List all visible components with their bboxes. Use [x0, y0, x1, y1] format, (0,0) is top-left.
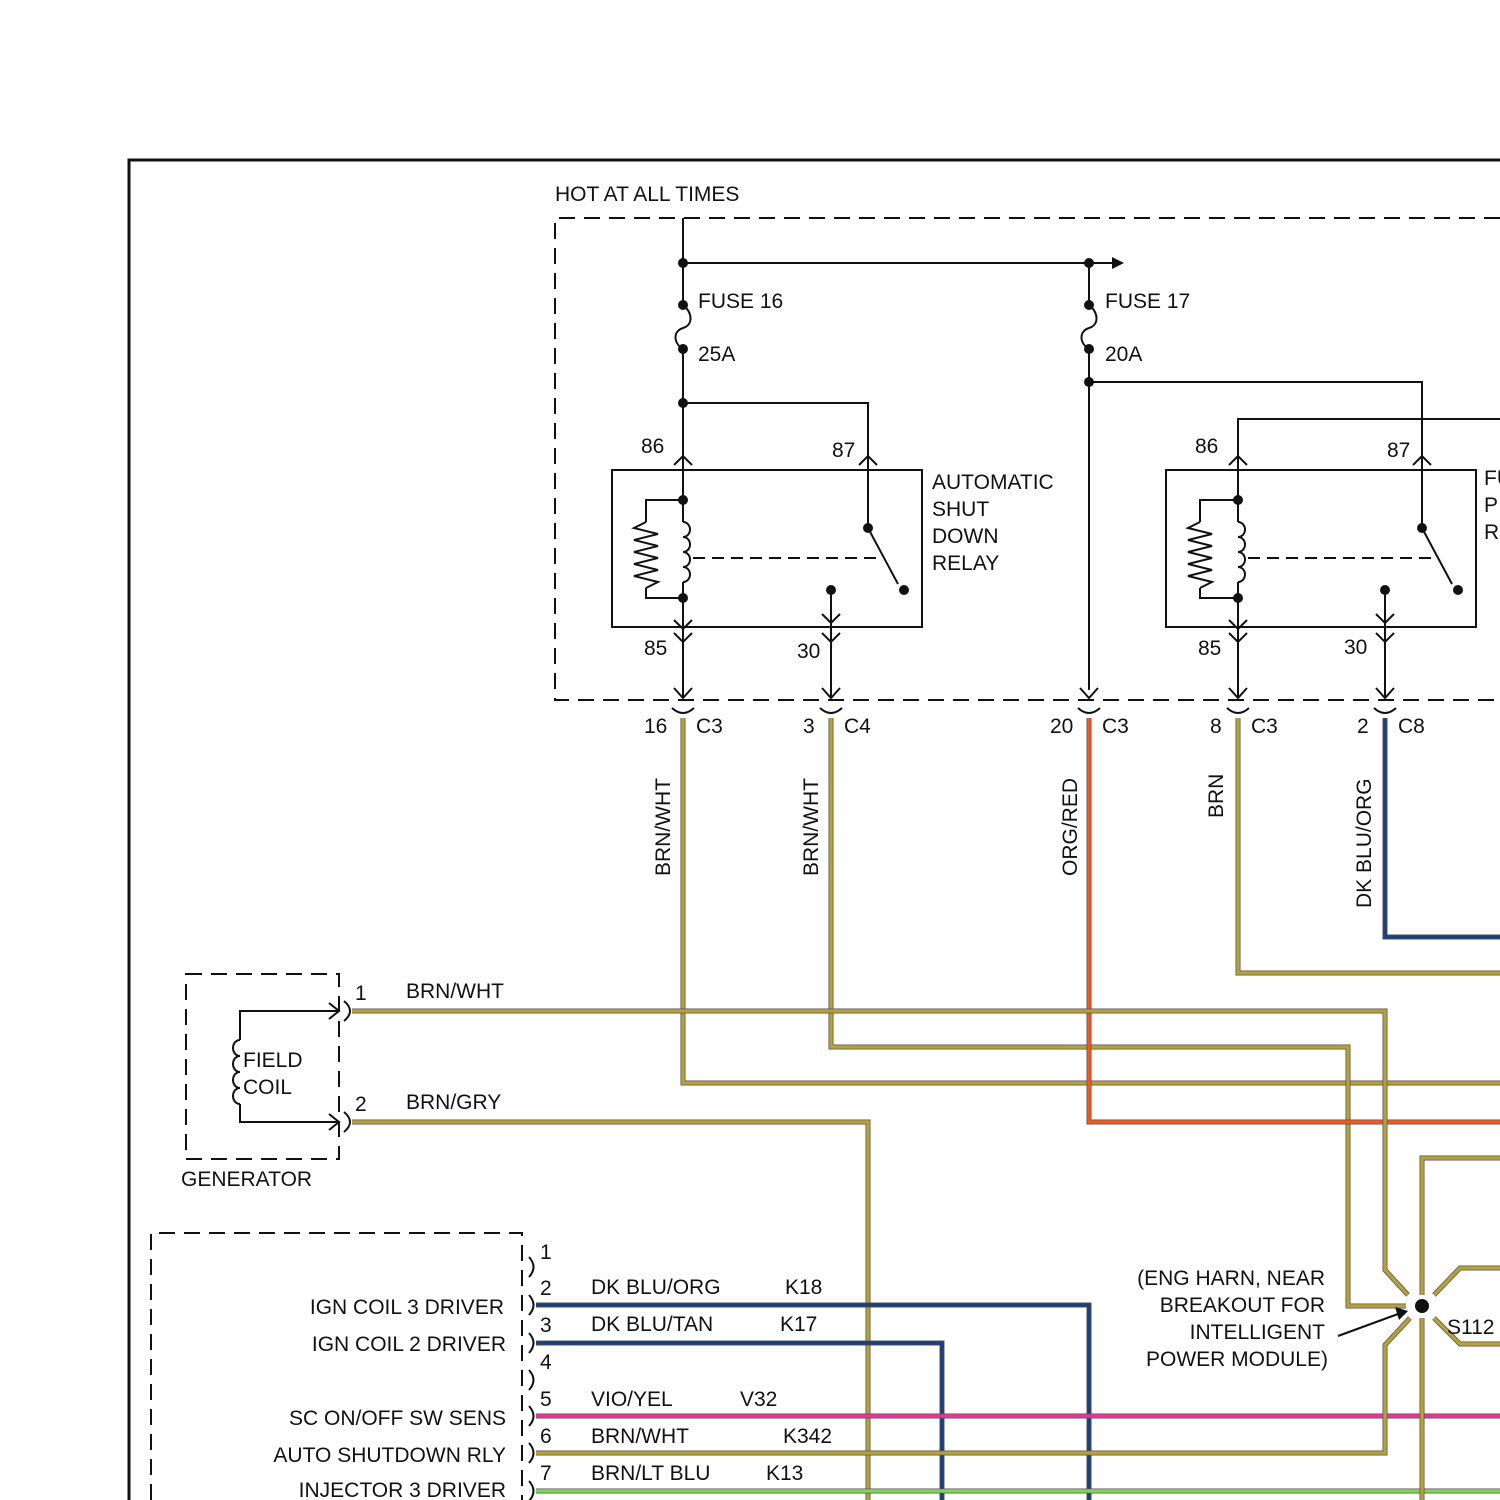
module-pin-2-number: 2	[540, 1277, 552, 1300]
module-pin-7-number: 7	[540, 1462, 552, 1485]
module-pin-5-function: SC ON/OFF SW SENS	[289, 1407, 506, 1430]
generator-wire-2: BRN/GRY	[406, 1091, 501, 1114]
module-pin-2-function: IGN COIL 3 DRIVER	[310, 1296, 504, 1319]
generator-pin-2: 2	[355, 1093, 367, 1116]
asd-relay-label-2: SHUT	[932, 498, 989, 521]
connector-c3-b: C3	[1102, 715, 1129, 738]
generator: GENERATOR FIELD COIL 1 BRN/WHT 2 BRN/GRY	[181, 974, 504, 1191]
asd-pin-87: 87	[832, 439, 855, 462]
module-pin-3-wire: DK BLU/TAN	[591, 1313, 713, 1336]
fp-relay-label-3: R	[1484, 521, 1499, 544]
wire-org-red	[1089, 718, 1500, 1122]
asd-relay-label-4: RELAY	[932, 552, 999, 575]
fuse-16-label: FUSE 16	[698, 290, 783, 313]
splice-note-1: (ENG HARN, NEAR	[1137, 1267, 1325, 1290]
connector-pin-16: 16	[644, 715, 667, 738]
hot-at-all-times-label: HOT AT ALL TIMES	[555, 183, 739, 206]
connector-c8: C8	[1398, 715, 1425, 738]
splice-note-3: INTELLIGENT	[1190, 1321, 1326, 1344]
wire-label-dk-blu-org: DK BLU/ORG	[1353, 778, 1376, 908]
control-module: 1 2 IGN COIL 3 DRIVER DK BLU/ORG K18 3 I…	[151, 1233, 832, 1500]
wire-brn-wht-generator	[352, 1011, 1408, 1295]
fuse-16: FUSE 16 25A	[676, 290, 869, 462]
module-pin-3: 3 IGN COIL 2 DRIVER DK BLU/TAN K17	[312, 1313, 817, 1356]
module-pin-4-number: 4	[540, 1351, 552, 1374]
splice-note-2: BREAKOUT FOR	[1160, 1294, 1325, 1317]
module-pin-6-circuit: K342	[783, 1425, 832, 1448]
module-pin-3-function: IGN COIL 2 DRIVER	[312, 1333, 506, 1356]
module-pin-5-wire: VIO/YEL	[591, 1388, 673, 1411]
module-pin-1: 1	[529, 1241, 552, 1277]
module-pin-2-circuit: K18	[785, 1276, 822, 1299]
connector-pin-2: 2	[1357, 715, 1369, 738]
connector-pin-20: 20	[1050, 715, 1073, 738]
fuel-pump-relay: 86 87 85 30 FU P R	[1166, 419, 1500, 698]
module-pin-6-wire: BRN/WHT	[591, 1425, 689, 1448]
connector-c3-c: C3	[1251, 715, 1278, 738]
wire-label-brn-wht-2: BRN/WHT	[800, 778, 823, 876]
module-pin-2: 2 IGN COIL 3 DRIVER DK BLU/ORG K18	[310, 1276, 822, 1319]
wire-splice-upper-right	[1434, 1268, 1500, 1295]
asd-relay-label-3: DOWN	[932, 525, 999, 548]
module-pin-5-number: 5	[540, 1388, 552, 1411]
wire-dk-blu-org-fp-30	[1385, 718, 1500, 937]
asd-pin-30: 30	[797, 640, 820, 663]
wire-label-brn: BRN	[1205, 774, 1228, 818]
vertical-wire-labels: BRN/WHT BRN/WHT ORG/RED BRN DK BLU/ORG	[652, 774, 1376, 908]
module-pin-6-function: AUTO SHUTDOWN RLY	[273, 1444, 506, 1467]
box-connectors: 16 C3 3 C4 20 C3 8 C3 2 C8	[644, 708, 1425, 738]
module-pin-7-wire: BRN/LT BLU	[591, 1462, 710, 1485]
asd-pin-86: 86	[641, 435, 664, 458]
module-pin-5-circuit: V32	[740, 1388, 777, 1411]
module-pin-7: 7 INJECTOR 3 DRIVER BRN/LT BLU K13	[299, 1462, 804, 1500]
field-coil-label-1: FIELD	[243, 1049, 303, 1072]
fp-pin-86: 86	[1195, 435, 1218, 458]
module-pin-7-function: INJECTOR 3 DRIVER	[299, 1479, 506, 1500]
asd-relay: 86 87 85 30 AUTOMATIC SHUT DOWN RELAY	[612, 435, 1054, 698]
fp-relay-label-2: P	[1484, 494, 1498, 517]
fp-pin-87: 87	[1387, 439, 1410, 462]
module-pin-5: 5 SC ON/OFF SW SENS VIO/YEL V32	[289, 1388, 777, 1430]
field-coil-label-2: COIL	[243, 1076, 292, 1099]
fp-pin-85: 85	[1198, 637, 1221, 660]
fuse-16-rating: 25A	[698, 343, 735, 366]
module-pin-6-number: 6	[540, 1425, 552, 1448]
generator-pin-1: 1	[355, 982, 367, 1005]
wire-splice-up	[1422, 1158, 1500, 1295]
wire-label-brn-wht-1: BRN/WHT	[652, 778, 675, 876]
asd-relay-label-1: AUTOMATIC	[932, 471, 1054, 494]
module-pin-3-circuit: K17	[780, 1313, 817, 1336]
wire-label-org-red: ORG/RED	[1059, 778, 1082, 876]
fp-pin-30: 30	[1344, 636, 1367, 659]
module-pin-1-number: 1	[540, 1241, 552, 1264]
module-pin-7-circuit: K13	[766, 1462, 803, 1485]
asd-pin-85: 85	[644, 637, 667, 660]
splice-id: S112	[1447, 1316, 1495, 1339]
connector-pin-3: 3	[803, 715, 815, 738]
connector-c4: C4	[844, 715, 871, 738]
fuse-17: FUSE 17 20A	[1080, 263, 1422, 698]
splice-note-4: POWER MODULE)	[1146, 1348, 1328, 1371]
splice-s112: S112 (ENG HARN, NEAR BREAKOUT FOR INTELL…	[1137, 1267, 1494, 1371]
generator-label: GENERATOR	[181, 1168, 312, 1191]
connector-c3-a: C3	[696, 715, 723, 738]
connector-pin-8: 8	[1210, 715, 1222, 738]
module-pin-6: 6 AUTO SHUTDOWN RLY BRN/WHT K342	[273, 1425, 832, 1467]
module-pin-3-number: 3	[540, 1314, 552, 1337]
generator-wire-1: BRN/WHT	[406, 980, 504, 1003]
fuse-17-rating: 20A	[1105, 343, 1142, 366]
module-pin-4: 4	[529, 1351, 552, 1390]
fuse-17-label: FUSE 17	[1105, 290, 1190, 313]
fp-relay-label-1: FU	[1484, 467, 1500, 490]
module-pin-2-wire: DK BLU/ORG	[591, 1276, 721, 1299]
